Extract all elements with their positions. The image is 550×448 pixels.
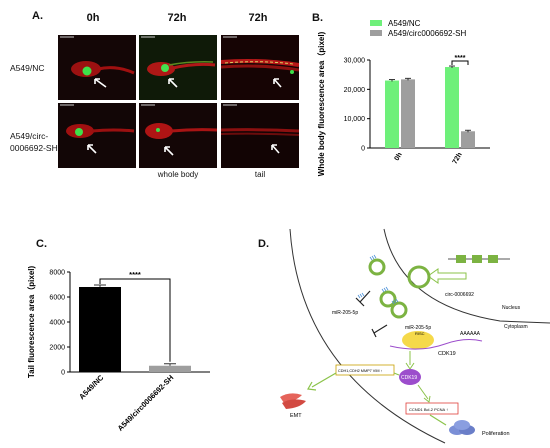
micrograph-nc-72h-tail	[221, 35, 299, 100]
emt-gene-text: CDH1,CDH2 MMP7 VIM ↑	[338, 369, 383, 373]
cdk19-protein-icon	[399, 369, 421, 385]
panel-c-label: C.	[36, 238, 47, 250]
legend-label: A549/circ0006692-SH	[388, 29, 466, 38]
column-header-72h-tail: 72h	[248, 12, 268, 24]
significance-bracket	[451, 60, 469, 66]
prolif-gene-box	[405, 402, 459, 415]
chart-b: 0 10,000 20,000 30,000 Whole body fluorescen…	[316, 19, 490, 176]
panel-b-label: B.	[312, 12, 323, 24]
polya-label: AAAAAA	[460, 331, 481, 337]
bar-A549/NC	[79, 287, 121, 372]
mirna-icon	[357, 254, 399, 305]
row-label-nc: A549/NC	[10, 63, 45, 73]
micrograph-sh-72h-whole	[139, 103, 217, 168]
micrograph-nc-0h	[58, 35, 136, 100]
caption-tail: tail	[254, 170, 266, 179]
inhibition-icon	[355, 290, 388, 338]
circrna-nuclear-icon	[407, 265, 431, 289]
cdk19-protein-label: CDK19	[401, 375, 417, 381]
cytoplasm-label: Cytoplasm	[504, 324, 528, 330]
micrograph-sh-72h-tail	[221, 103, 299, 168]
legend-swatch	[370, 20, 382, 26]
prolif-label: Poliferation	[482, 431, 510, 437]
y-tick-label: 6000	[49, 295, 65, 302]
panel-d-label: D.	[258, 238, 269, 250]
caption-whole-body: whole body	[157, 170, 199, 179]
micrograph-nc-72h-whole	[139, 35, 217, 100]
x-tick-label: 72h	[452, 152, 464, 166]
risc-label: RISC	[415, 331, 425, 336]
emt-cells-icon	[280, 393, 306, 409]
column-header-72h-whole: 72h	[167, 12, 187, 24]
circrna-icon	[390, 301, 408, 319]
ribosome-icon	[402, 331, 434, 349]
gene-locus-icon	[448, 255, 510, 263]
circrna-icon	[368, 258, 386, 276]
mrna-strand	[389, 339, 483, 350]
row-label-sh: A549/circ-0006692-SH	[10, 131, 58, 153]
y-tick-label: 8000	[49, 270, 65, 277]
proliferation-cells-icon	[449, 420, 475, 435]
nuclear-membrane	[383, 228, 550, 324]
cell-membrane	[289, 228, 446, 444]
emt-gene-box	[335, 364, 395, 376]
arrow-to-emt-icon	[311, 372, 337, 388]
mir-risc-label: miR-205-5p	[405, 325, 431, 331]
bar-A549/NC	[445, 67, 459, 148]
export-arrow-icon	[427, 268, 467, 284]
nucleus-label: Nucleus	[502, 305, 521, 311]
panel-a-label: A.	[32, 10, 43, 22]
x-tick-label: A549/circ0006692-SH	[116, 373, 176, 433]
y-tick-label: 30,000	[344, 58, 366, 65]
legend-label: A549/NC	[388, 19, 421, 28]
arrow-to-prolif-icon	[417, 384, 429, 400]
y-axis-label: Whole body fluorescence area（pixel)	[316, 31, 326, 176]
bar-A549/circ0006692-SH	[149, 365, 191, 372]
y-tick-label: 4000	[49, 320, 65, 327]
y-tick-label: 10,000	[344, 116, 366, 123]
y-tick-label: 20,000	[344, 87, 366, 94]
diagram-d: Nucleus Cytoplasm circ-0006692 miR-205-5…	[280, 228, 550, 444]
significance-label: ****	[129, 270, 141, 279]
y-tick-label: 2000	[49, 345, 65, 352]
y-tick-label: 0	[61, 370, 65, 377]
cdk19-mrna-label: CDK19	[438, 351, 456, 357]
significance-bracket	[99, 278, 171, 362]
bar-A549/circ0006692-SH	[461, 131, 475, 148]
micrograph-sh-0h	[58, 103, 136, 168]
bar-A549/circ0006692-SH	[401, 79, 415, 148]
emt-label: EMT	[290, 413, 302, 419]
mir-label: miR-205-5p	[332, 310, 358, 316]
bar-A549/NC	[385, 80, 399, 148]
legend-swatch	[370, 30, 382, 36]
circrna-icon	[379, 290, 397, 308]
circ-label: circ-0006692	[445, 292, 474, 298]
significance-label: ****	[455, 55, 466, 62]
y-tick-label: 0	[361, 146, 365, 153]
x-tick-label: A549/NC	[77, 373, 106, 402]
column-header-0h: 0h	[86, 12, 100, 24]
prolif-gene-text: CCND1 Bcl-2 PCNA ↑	[409, 407, 448, 412]
x-tick-label: 0h	[394, 152, 404, 163]
chart-c: 0 2000 4000 6000 8000 Tail fluorescence area（…	[26, 265, 210, 433]
y-axis-label: Tail fluorescence area（pixel)	[26, 265, 36, 378]
